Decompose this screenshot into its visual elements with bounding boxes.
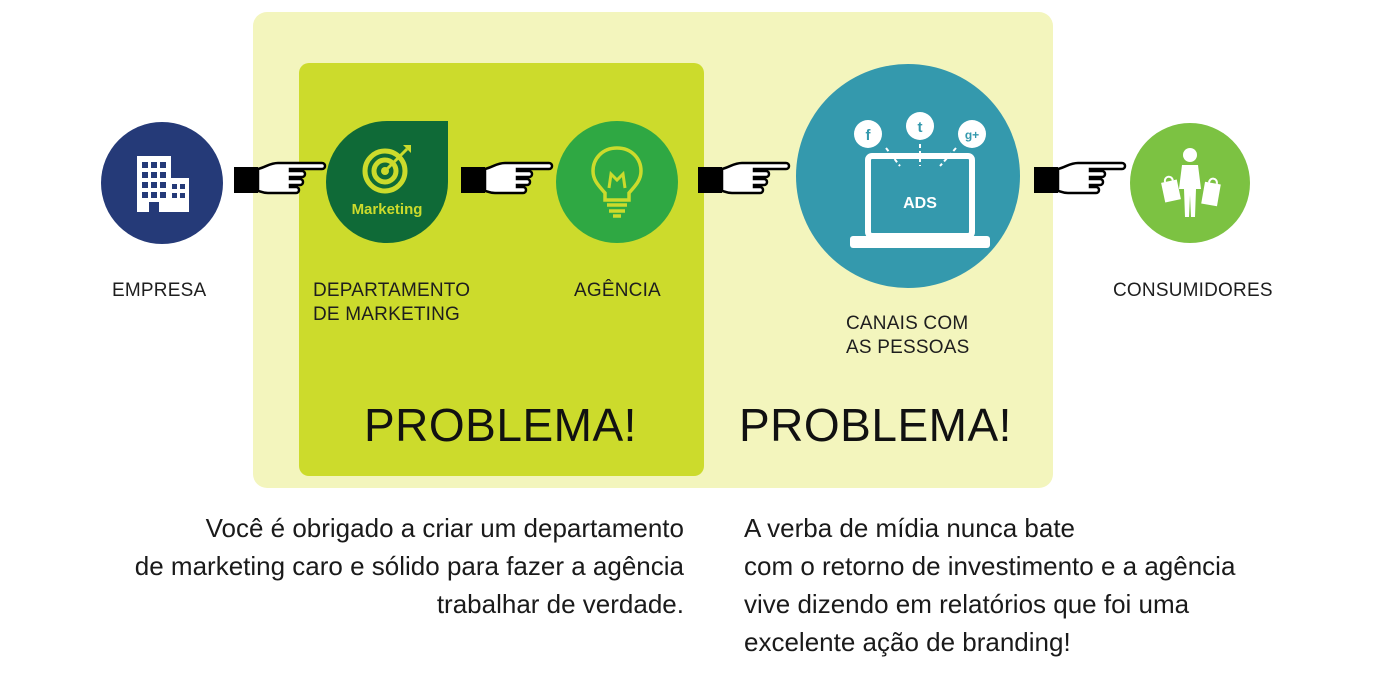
marketing-badge: Marketing [351, 200, 423, 218]
ads-text: ADS [903, 195, 937, 212]
right-description-line4: excelente ação de branding! [744, 627, 1071, 657]
consumidores-label: CONSUMIDORES [1113, 280, 1273, 301]
right-description-line1: A verba de mídia nunca bate [744, 513, 1076, 543]
canais-label: CANAIS COM AS PESSOAS [846, 312, 969, 360]
laptop-ads-icon: f t g+ ADS [850, 112, 990, 248]
right-description-line2: com o retorno de investimento e a agênci… [744, 551, 1236, 581]
left-description-line1: Você é obrigado a criar um departamento [205, 513, 684, 543]
canais-label-line2: AS PESSOAS [846, 337, 970, 358]
canais-node: f t g+ ADS [796, 64, 1020, 288]
problem-heading-right: PROBLEMA! [739, 399, 1012, 451]
left-description: Você é obrigado a criar um departamento … [135, 509, 684, 623]
departamento-label: DEPARTAMENTO DE MARKETING [313, 279, 470, 327]
pointing-hand-icon [1034, 161, 1127, 195]
social-facebook: f [866, 127, 872, 144]
departamento-label-line1: DEPARTAMENTO [313, 280, 471, 301]
right-description-line3: vive dizendo em relatórios que foi uma [744, 589, 1190, 619]
lightbulb-icon [591, 146, 643, 218]
problem-heading-left: PROBLEMA! [364, 399, 637, 451]
canais-label-line1: CANAIS COM [846, 313, 969, 334]
empresa-node [101, 122, 223, 244]
departamento-node: Marketing [326, 121, 448, 243]
target-icon [362, 144, 411, 193]
agencia-node [556, 121, 678, 243]
right-description: A verba de mídia nunca bate com o retorn… [744, 509, 1235, 661]
agencia-label: AGÊNCIA [574, 280, 661, 301]
social-google: g+ [965, 128, 979, 142]
pointing-hand-icon [698, 161, 791, 195]
consumidores-node [1130, 123, 1250, 243]
pointing-hand-icon [461, 161, 554, 195]
pointing-hand-icon [234, 161, 327, 195]
left-description-line3: trabalhar de verdade. [436, 589, 684, 619]
building-icon [137, 156, 189, 212]
left-description-line2: de marketing caro e sólido para fazer a … [134, 551, 684, 581]
shopper-icon [1161, 148, 1221, 217]
social-twitter: t [918, 119, 923, 136]
departamento-label-line2: DE MARKETING [313, 304, 461, 325]
empresa-label: EMPRESA [112, 280, 207, 301]
